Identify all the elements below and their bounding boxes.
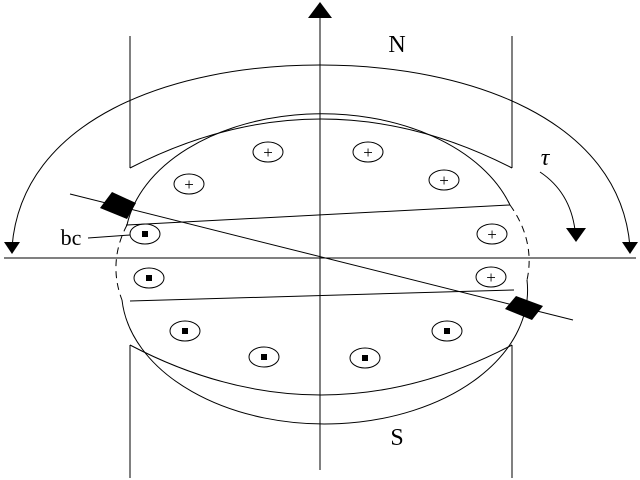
south-pole-label: S xyxy=(390,425,403,451)
svg-text:+: + xyxy=(363,143,373,162)
svg-text:+: + xyxy=(439,171,449,190)
vertical-axis-arrowhead xyxy=(308,2,332,18)
torque-label: τ xyxy=(541,145,551,171)
svg-text:+: + xyxy=(486,268,496,287)
brush-right xyxy=(505,296,543,320)
svg-text:+: + xyxy=(263,143,273,162)
svg-text:+: + xyxy=(184,175,194,194)
flux-arc xyxy=(11,64,631,248)
brush-left xyxy=(100,192,136,219)
conductor-dot xyxy=(349,347,381,369)
conductor-plus: + xyxy=(476,223,508,245)
south-pole-piece xyxy=(129,344,513,478)
rotor-dashed-left xyxy=(115,224,128,301)
conductor-dot xyxy=(431,320,463,342)
conductor-dot xyxy=(169,320,201,342)
conductor-dot xyxy=(248,346,280,368)
conductor-dot xyxy=(129,223,161,245)
conductor-dot xyxy=(133,267,165,289)
svg-text:+: + xyxy=(487,225,497,244)
north-pole-piece xyxy=(129,36,513,169)
conductor-plus: + xyxy=(428,169,460,191)
conductors-dot xyxy=(129,223,463,369)
rotor-dashed-right xyxy=(509,204,530,281)
north-pole-label: N xyxy=(388,32,405,58)
rotor xyxy=(115,113,530,425)
conductor-plus: + xyxy=(252,141,284,163)
rotor-outline-lower xyxy=(121,279,529,425)
brush-leader xyxy=(87,234,131,239)
conductors-plus: + + + + + + xyxy=(173,141,508,288)
flux-arrow-right xyxy=(622,242,638,254)
torque-arrow xyxy=(539,171,576,231)
brush-label: bc xyxy=(61,225,82,250)
flux-arrow-left xyxy=(4,242,20,254)
axes xyxy=(4,2,636,470)
rotor-outline-upper xyxy=(126,113,511,226)
conductor-plus: + xyxy=(173,173,205,195)
conductor-plus: + xyxy=(475,266,507,288)
torque-arrowhead xyxy=(566,228,586,242)
commutation-lines xyxy=(69,193,574,321)
conductor-plus: + xyxy=(352,141,384,163)
